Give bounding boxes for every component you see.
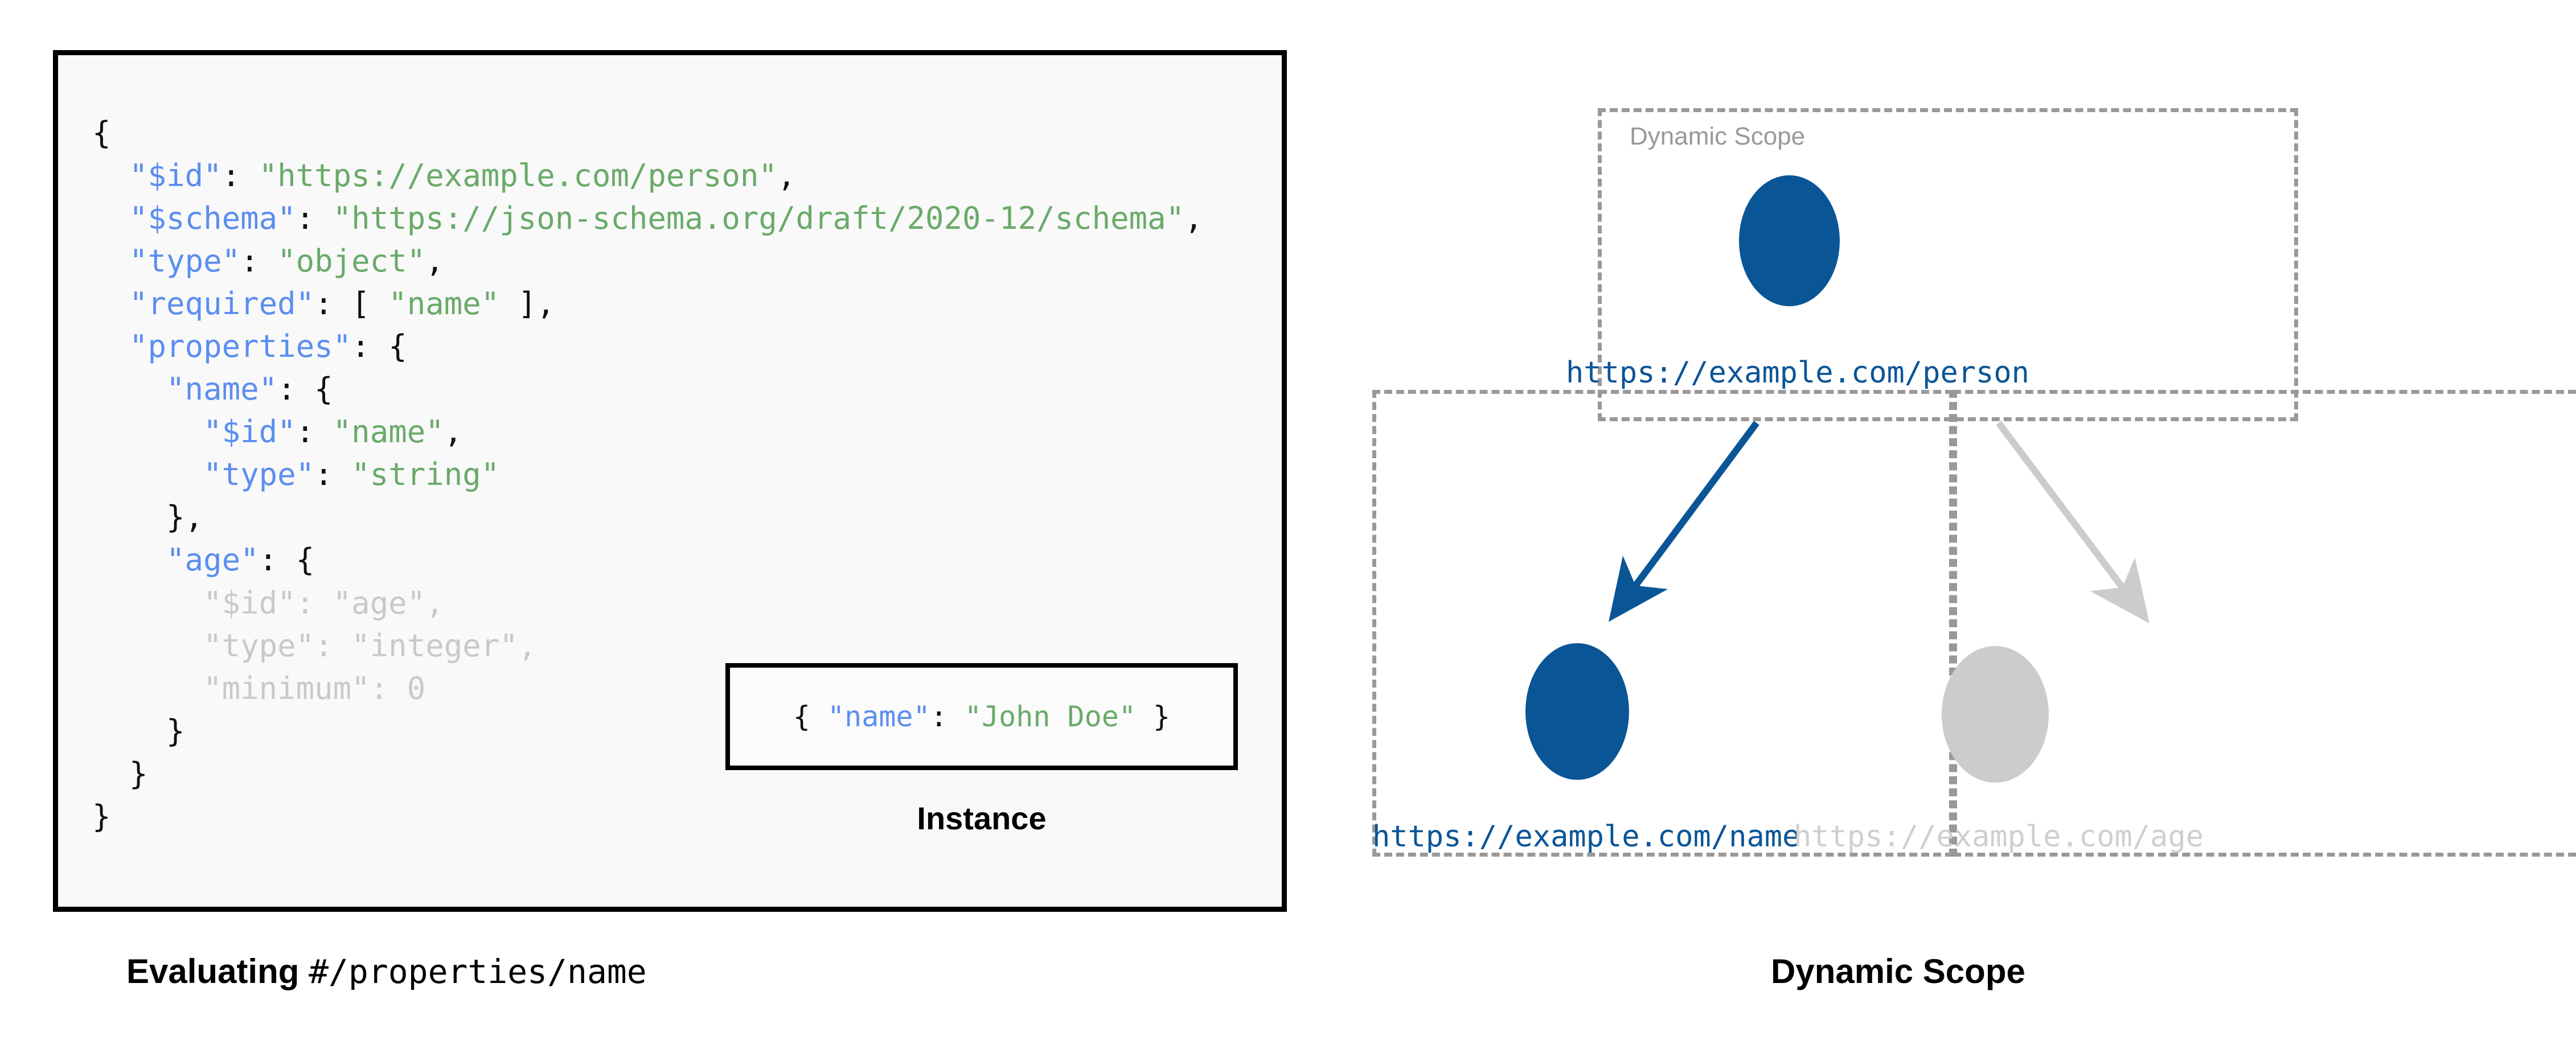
code-token: "name" xyxy=(333,414,444,450)
caption-mono-pointer: #/properties/name xyxy=(309,952,647,991)
code-token: : [ xyxy=(314,286,389,322)
code-token: "age" xyxy=(166,542,259,578)
code-token: "John Doe" xyxy=(964,700,1136,733)
code-token: : { xyxy=(259,542,315,578)
schema-code-panel: { "$id": "https://example.com/person", "… xyxy=(53,50,1287,912)
code-token: ], xyxy=(499,286,555,322)
code-token: , xyxy=(1184,200,1203,237)
node-circle-age[interactable] xyxy=(1942,646,2049,783)
node-label-person: https://example.com/person xyxy=(1566,356,2029,390)
code-token: { xyxy=(92,115,111,151)
code-token: { xyxy=(793,700,828,733)
node-label-age: https://example.com/age xyxy=(1794,820,2204,854)
code-token: "type" xyxy=(203,456,315,493)
instance-box: { "name": "John Doe" } xyxy=(725,663,1238,770)
code-token: "name" xyxy=(388,286,500,322)
code-token: : xyxy=(314,456,352,493)
code-token: : { xyxy=(277,371,333,408)
code-token: "minimum": 0 xyxy=(203,670,426,706)
code-token: "https://json-schema.org/draft/2020-12/s… xyxy=(333,200,1185,237)
node-circle-name[interactable] xyxy=(1525,643,1629,780)
code-token: } xyxy=(166,713,185,749)
code-token: "$id": "age", xyxy=(203,585,444,621)
scope-inner-label: Dynamic Scope xyxy=(1630,122,1806,150)
code-token: "$id" xyxy=(129,158,222,194)
node-label-name: https://example.com/name xyxy=(1372,820,1800,854)
code-token: "https://example.com/person" xyxy=(259,158,777,194)
code-token: }, xyxy=(166,499,204,536)
code-token: "type" xyxy=(129,243,241,279)
code-token: : xyxy=(221,158,259,194)
code-token: : { xyxy=(351,328,407,365)
code-token: , xyxy=(425,243,444,279)
code-token: } xyxy=(1135,700,1171,733)
scope-box-age xyxy=(1953,390,2576,857)
code-token: "required" xyxy=(129,286,315,322)
left-panel-caption: Evaluating #/properties/name xyxy=(126,952,647,991)
code-token: , xyxy=(444,414,463,450)
code-token: "name" xyxy=(166,371,278,408)
instance-code: { "name": "John Doe" } xyxy=(793,700,1170,733)
code-token: : xyxy=(296,414,333,450)
code-token: "$id" xyxy=(203,414,296,450)
schema-code-block: { "$id": "https://example.com/person", "… xyxy=(92,112,1203,838)
caption-bold-text: Evaluating xyxy=(126,952,309,990)
code-token: "properties" xyxy=(129,328,352,365)
code-token: } xyxy=(129,755,148,792)
code-token: "name" xyxy=(827,700,930,733)
code-token: "object" xyxy=(277,243,426,279)
instance-caption: Instance xyxy=(917,800,1047,836)
code-token: "type": "integer", xyxy=(203,627,537,664)
code-token: : xyxy=(240,243,278,279)
code-token: : xyxy=(296,200,333,237)
code-token: : xyxy=(930,700,965,733)
code-token: , xyxy=(777,158,796,194)
right-panel-caption: Dynamic Scope xyxy=(1771,952,2025,990)
scope-box-person xyxy=(1598,108,2298,421)
node-circle-person[interactable] xyxy=(1739,175,1840,306)
scope-box-name xyxy=(1372,390,1953,857)
dynamic-scope-panel: Dynamic Scope https://example.com/person… xyxy=(1338,74,2576,928)
code-token: "$schema" xyxy=(129,200,296,237)
code-token: } xyxy=(92,798,111,834)
code-token: "string" xyxy=(351,456,500,493)
